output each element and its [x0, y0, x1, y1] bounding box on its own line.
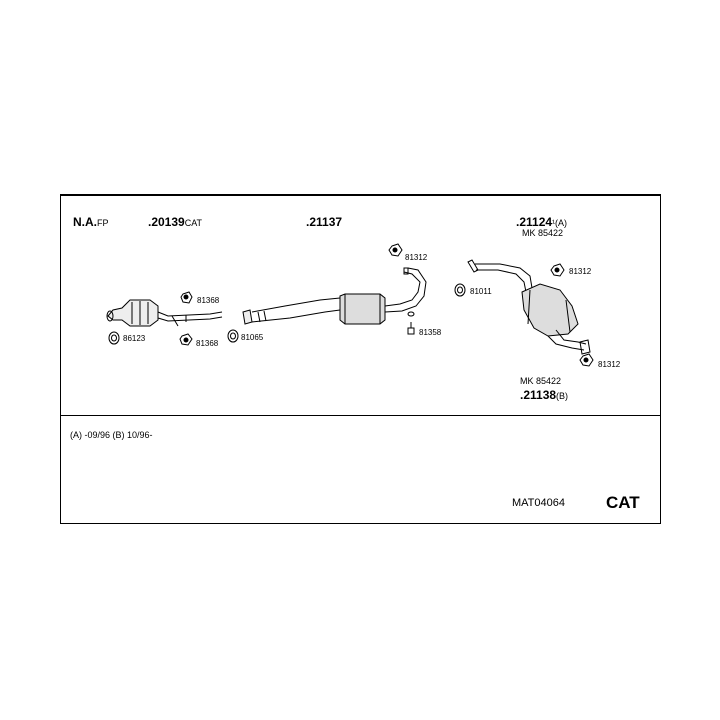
catalytic-converter-icon — [106, 299, 223, 327]
front-pipe-icon — [242, 297, 341, 325]
part-21124-label: .21124¹(A) — [516, 215, 568, 229]
part-86123-label: 86123 — [123, 334, 146, 343]
part-81312-a-label: 81312 — [405, 253, 428, 262]
na-label: N.A.FP — [73, 215, 109, 229]
diagram-frame — [60, 194, 661, 524]
part-20139-label: .20139CAT — [148, 215, 203, 229]
footnote-divider — [60, 415, 661, 416]
part-21138-label: .21138(B) — [520, 388, 569, 402]
frame-top-border — [60, 194, 661, 196]
rear-muffler-icon — [521, 283, 591, 355]
part-81011-label: 81011 — [470, 287, 492, 296]
part-20139-suffix: CAT — [184, 218, 203, 228]
part-21124-suffix: ¹(A) — [552, 218, 568, 228]
part-21138-mk: MK 85422 — [520, 376, 562, 386]
gasket-icon — [108, 283, 466, 345]
part-21138-suffix: (B) — [556, 391, 569, 401]
cat-badge: CAT — [606, 493, 640, 512]
part-81358-label: 81358 — [419, 328, 442, 337]
date-footnote: (A) -09/96 (B) 10/96- — [70, 430, 153, 440]
na-suffix: FP — [97, 218, 109, 228]
rubber-mount-icon — [179, 243, 594, 367]
bolt-icon — [407, 311, 415, 335]
part-81065-label: 81065 — [241, 333, 264, 342]
part-21124-mk: MK 85422 — [522, 228, 564, 238]
part-81312-b-label: 81312 — [569, 267, 592, 276]
part-81368-upper-label: 81368 — [197, 296, 220, 305]
part-81368-lower-label: 81368 — [196, 339, 219, 348]
rear-pipe-icon — [467, 259, 533, 293]
part-81312-c-label: 81312 — [598, 360, 621, 369]
set-code: MAT04064 — [512, 497, 565, 509]
part-21137-label: .21137 — [306, 215, 343, 229]
centre-muffler-icon — [339, 267, 427, 325]
